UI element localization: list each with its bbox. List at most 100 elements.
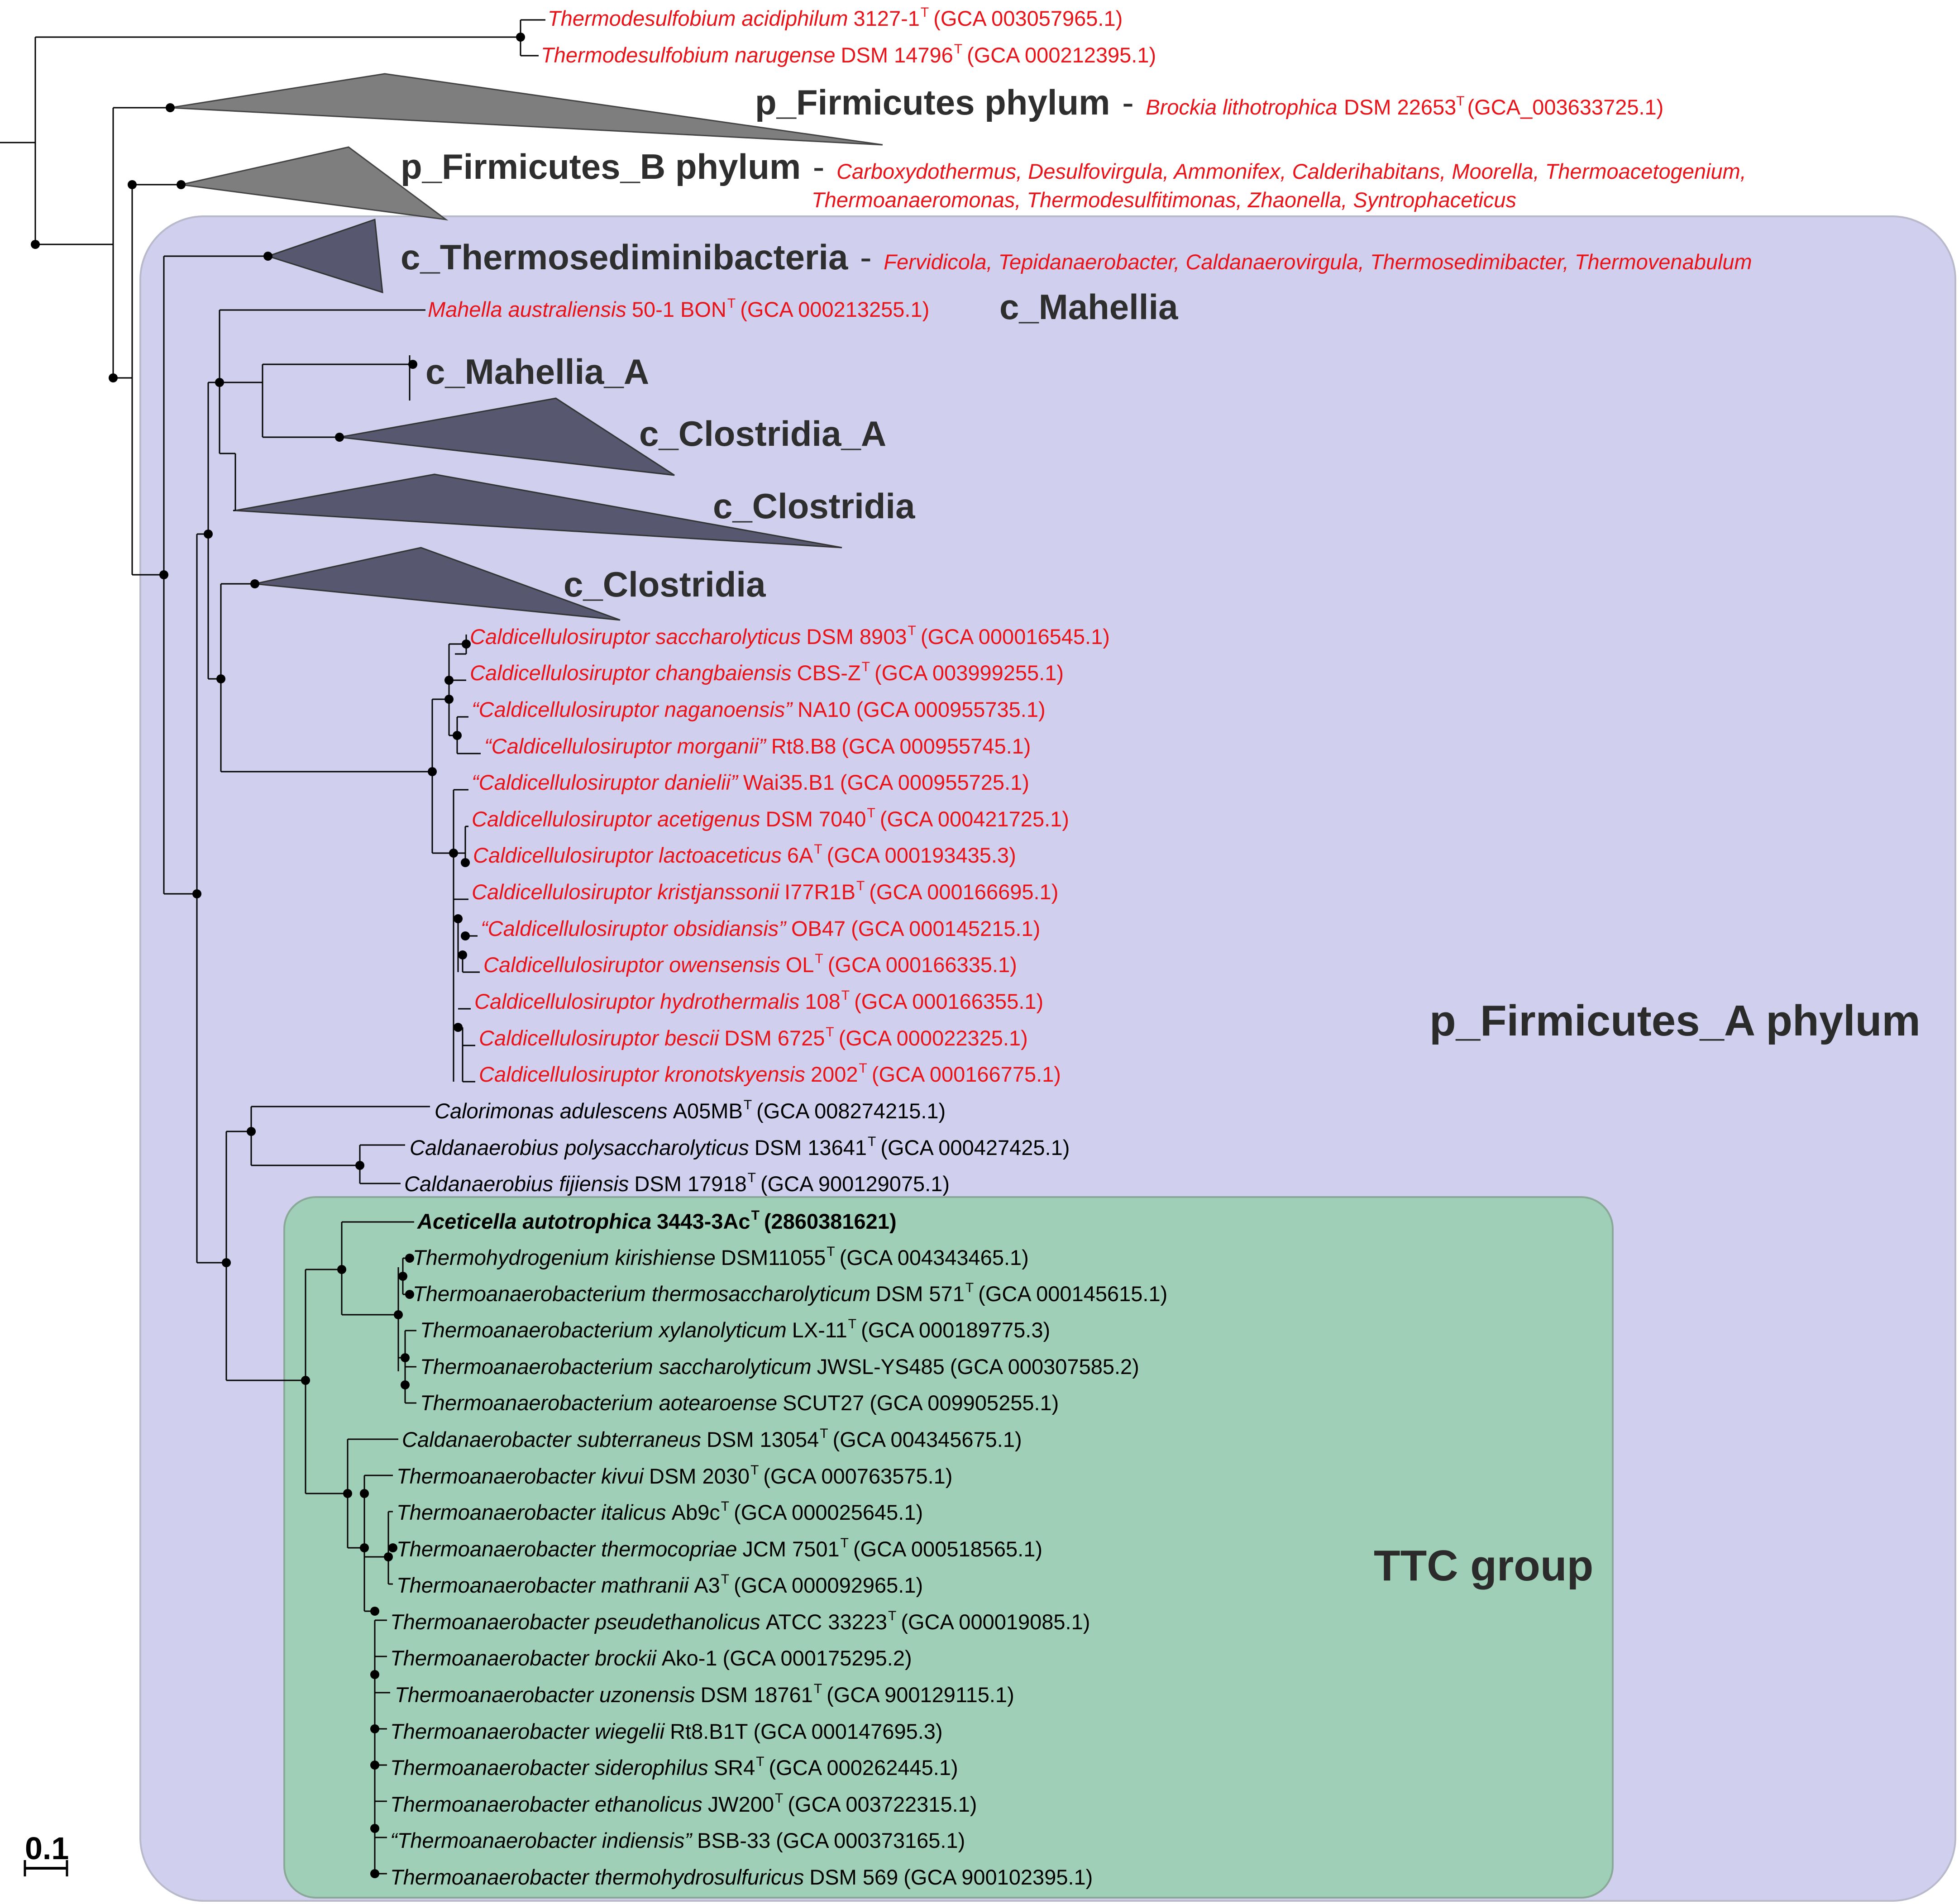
scale-bar: 0.1 (24, 1831, 69, 1876)
node-dot (444, 676, 454, 685)
node-dot (370, 1869, 379, 1878)
taxon-label-t8: “Caldicellulosiruptor danielii”Wai35.B1(… (472, 770, 1029, 794)
node-dot (384, 1552, 393, 1561)
thermosediminibacteria-clade-label: c_Thermosediminibacteria - Fervidicola, … (401, 237, 1752, 277)
node-dot (337, 1265, 346, 1274)
node-dot (370, 1824, 379, 1833)
node-dot (401, 1380, 410, 1389)
node-dot (204, 530, 213, 539)
clostridia-2-clade-label: c_Clostridia (564, 564, 766, 604)
tree-nodes (31, 33, 525, 1878)
node-dot (398, 1272, 407, 1281)
clostridia-2-clade-triangle (254, 547, 621, 621)
ttc-group-label: TTC group (1374, 1541, 1593, 1590)
clostridia-a-clade-label: c_Clostridia_A (639, 414, 886, 453)
node-dot (109, 373, 118, 382)
node-dot (454, 914, 463, 923)
node-dot (394, 1310, 403, 1319)
node-dot (516, 33, 525, 42)
firmicutes-b-clade-label: p_Firmicutes_B phylum - Carboxydothermus… (401, 147, 1746, 186)
taxon-label-t37: “Thermoanaerobacter indiensis”BSB-33(GCA… (390, 1828, 965, 1852)
node-dot (250, 579, 259, 588)
node-dot (216, 674, 225, 683)
node-dot (458, 950, 467, 959)
node-dot (408, 360, 417, 369)
firmicutes-b-clade-triangle (181, 146, 449, 221)
node-dot (461, 931, 470, 940)
mahellia-a-clade-label: c_Mahellia_A (425, 352, 649, 391)
thermosediminibacteria-clade-triangle (266, 218, 383, 294)
node-dot (444, 695, 454, 704)
node-dot (428, 767, 437, 776)
node-dot (370, 1670, 379, 1679)
node-dot (360, 1543, 369, 1552)
clostridia-1-clade-label: c_Clostridia (713, 486, 915, 526)
node-dot (215, 378, 224, 387)
firmicutes-clade-label: p_Firmicutes phylum - Brockia lithotroph… (755, 82, 1663, 122)
node-dot (301, 1376, 310, 1385)
mahellia-clade-label: c_Mahellia (999, 287, 1178, 327)
node-dot (335, 433, 344, 442)
node-dot (355, 1161, 364, 1170)
node-dot (263, 252, 272, 261)
node-dot (462, 639, 471, 649)
node-dot (177, 180, 186, 189)
node-dot (222, 1258, 231, 1267)
node-dot (370, 1724, 379, 1733)
node-dot (453, 731, 462, 740)
node-dot (388, 1543, 397, 1552)
clostridia-1-clade-triangle (235, 473, 842, 549)
node-dot (370, 1607, 379, 1616)
taxon-label-t22: Thermoanaerobacterium thermosaccharolyti… (413, 1280, 1167, 1306)
taxon-label-t7: “Caldicellulosiruptor morganii”Rt8.B8(GC… (484, 734, 1031, 758)
node-dot (370, 1761, 379, 1770)
node-dot (449, 849, 458, 858)
ttc-group-box (283, 1196, 1614, 1899)
clostridia-a-clade-triangle (339, 397, 675, 476)
node-dot (343, 1489, 352, 1498)
firmicutes-a-phylum-label: p_Firmicutes_A phylum (1429, 997, 1921, 1045)
node-dot (31, 240, 40, 249)
node-dot (454, 1023, 463, 1032)
node-dot (166, 103, 175, 112)
node-dot (159, 570, 168, 579)
node-dot (401, 1353, 410, 1362)
taxon-label-t6: “Caldicellulosiruptor naganoensis”NA10(G… (472, 697, 1046, 721)
scale-bar-label: 0.1 (25, 1831, 69, 1866)
node-dot (360, 1489, 369, 1498)
firmicutes-clade-triangle (170, 73, 883, 146)
taxon-label-t12: “Caldicellulosiruptor obsidiansis”OB47(G… (481, 916, 1040, 940)
node-dot (405, 1290, 414, 1299)
node-dot (405, 1254, 414, 1263)
